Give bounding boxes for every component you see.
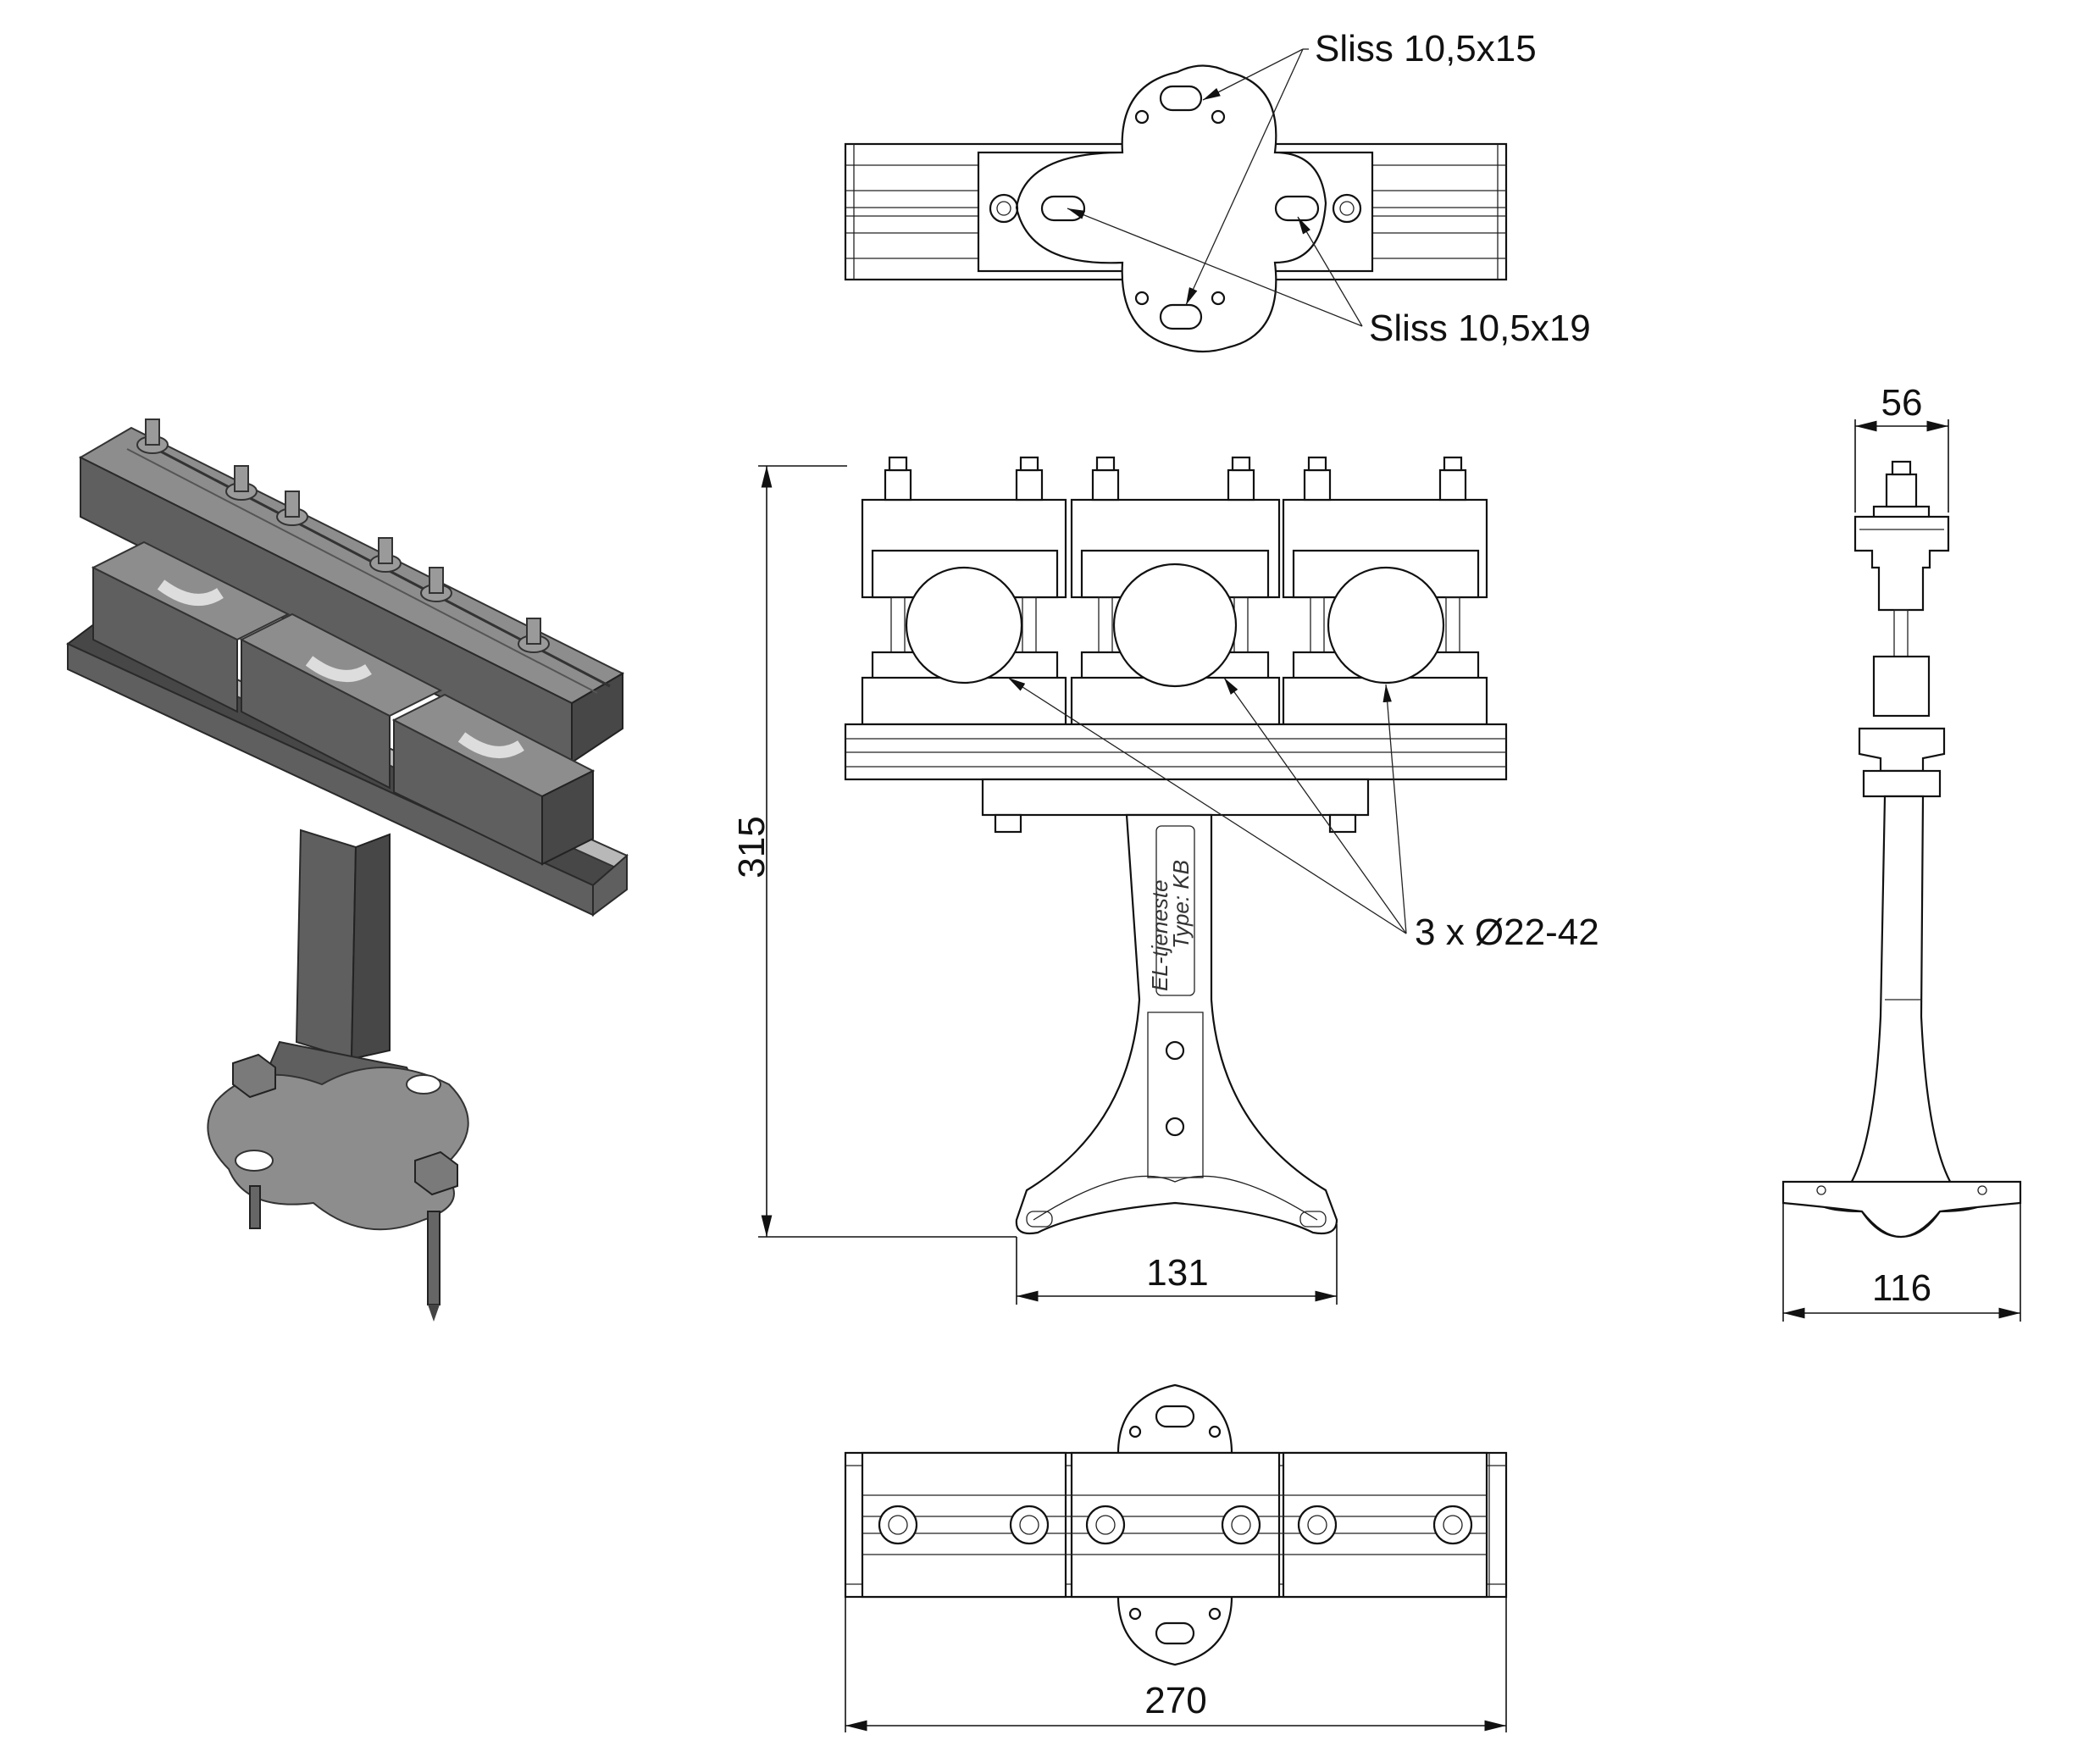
- length-dimension: 270: [1144, 1680, 1206, 1721]
- base-width-dimension: 131: [1146, 1252, 1208, 1294]
- side-base-width-dimension: 116: [1872, 1267, 1931, 1309]
- marking-line2: Type: KB: [1168, 860, 1194, 949]
- front-view: EL-tjeneste Type: KB: [758, 456, 1508, 1305]
- bottom-view: [844, 1383, 1508, 1732]
- isometric-render: [66, 418, 629, 1322]
- side-view: [1781, 419, 2022, 1322]
- slot-label-side: Sliss 10,5x19: [1369, 308, 1591, 349]
- top-view: [844, 48, 1508, 353]
- height-dimension: 315: [731, 816, 773, 878]
- clamp-diameter-label: 3 x Ø22-42: [1415, 912, 1599, 953]
- slot-label-top: Sliss 10,5x15: [1315, 28, 1537, 69]
- marking-line1: EL-tjeneste: [1147, 879, 1172, 991]
- rail-width-dimension: 56: [1881, 382, 1923, 424]
